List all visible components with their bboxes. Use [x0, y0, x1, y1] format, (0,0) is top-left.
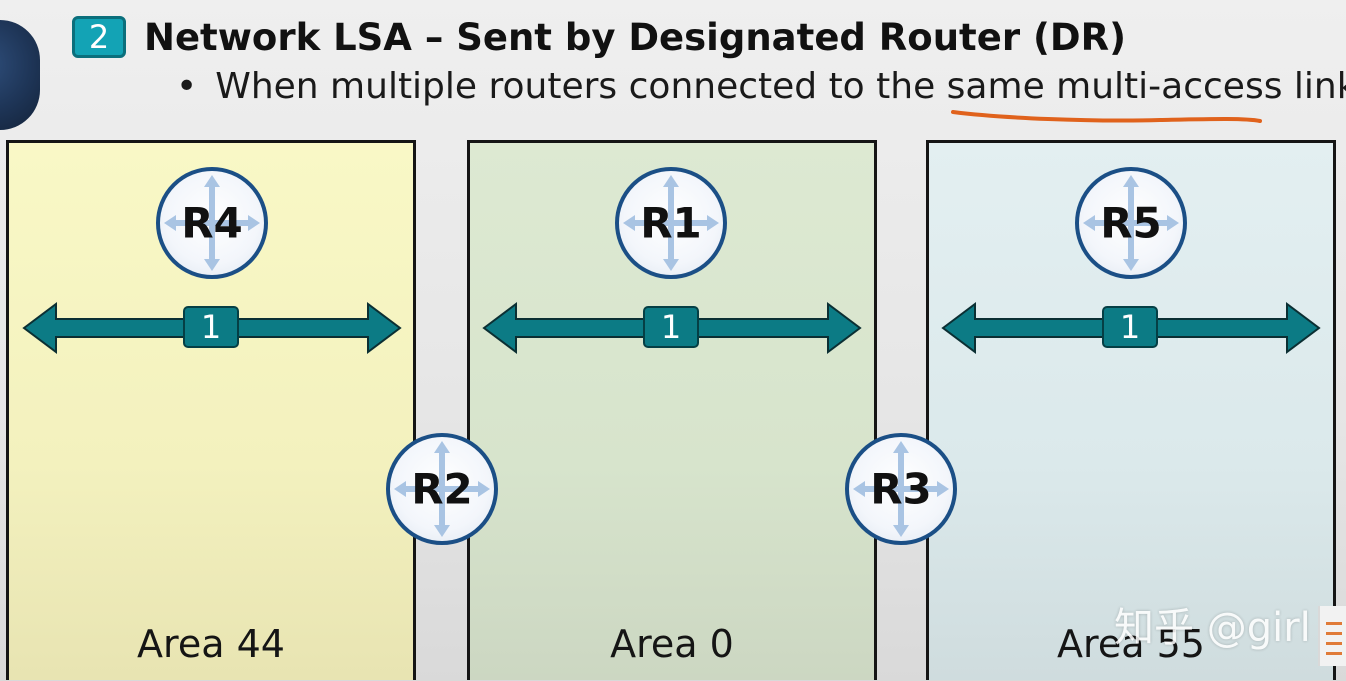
router-label: R5 [1100, 198, 1162, 248]
bullet-point: • When multiple routers connected to the … [176, 66, 1346, 107]
router-arrows-icon [164, 175, 260, 271]
router-r2-abr: R2 [386, 433, 498, 545]
link-cost-badge: 1 [643, 306, 699, 348]
area-44-label: Area 44 [137, 622, 285, 666]
corner-logo-icon [1318, 606, 1346, 666]
router-arrows-icon [623, 175, 719, 271]
router-arrows-icon [853, 441, 949, 537]
router-label: R1 [640, 198, 702, 248]
router-r1: R1 [615, 167, 727, 279]
router-r5: R5 [1075, 167, 1187, 279]
section-number-badge: 2 [72, 16, 126, 58]
link-cost-badge: 1 [183, 306, 239, 348]
router-arrows-icon [1083, 175, 1179, 271]
multi-access-link-area-55: 1 [941, 302, 1321, 354]
presenter-video-thumbnail [0, 20, 40, 130]
router-label: R3 [870, 464, 932, 514]
bullet-dot-icon: • [176, 66, 198, 107]
slide-title-row: 2 Network LSA – Sent by Designated Route… [72, 14, 1126, 60]
watermark-text: 知乎 @girl [1114, 605, 1311, 651]
slide-title: Network LSA – Sent by Designated Router … [144, 15, 1126, 59]
router-r4: R4 [156, 167, 268, 279]
area-55-label: Area 55 [1057, 622, 1205, 666]
router-label: R2 [411, 464, 473, 514]
bullet-text: When multiple routers connected to the s… [215, 66, 1346, 107]
area-0-label: Area 0 [610, 622, 734, 666]
router-arrows-icon [394, 441, 490, 537]
multi-access-link-area-44: 1 [22, 302, 402, 354]
router-r3-abr: R3 [845, 433, 957, 545]
link-cost-badge: 1 [1102, 306, 1158, 348]
multi-access-link-area-0: 1 [482, 302, 862, 354]
router-label: R4 [181, 198, 243, 248]
